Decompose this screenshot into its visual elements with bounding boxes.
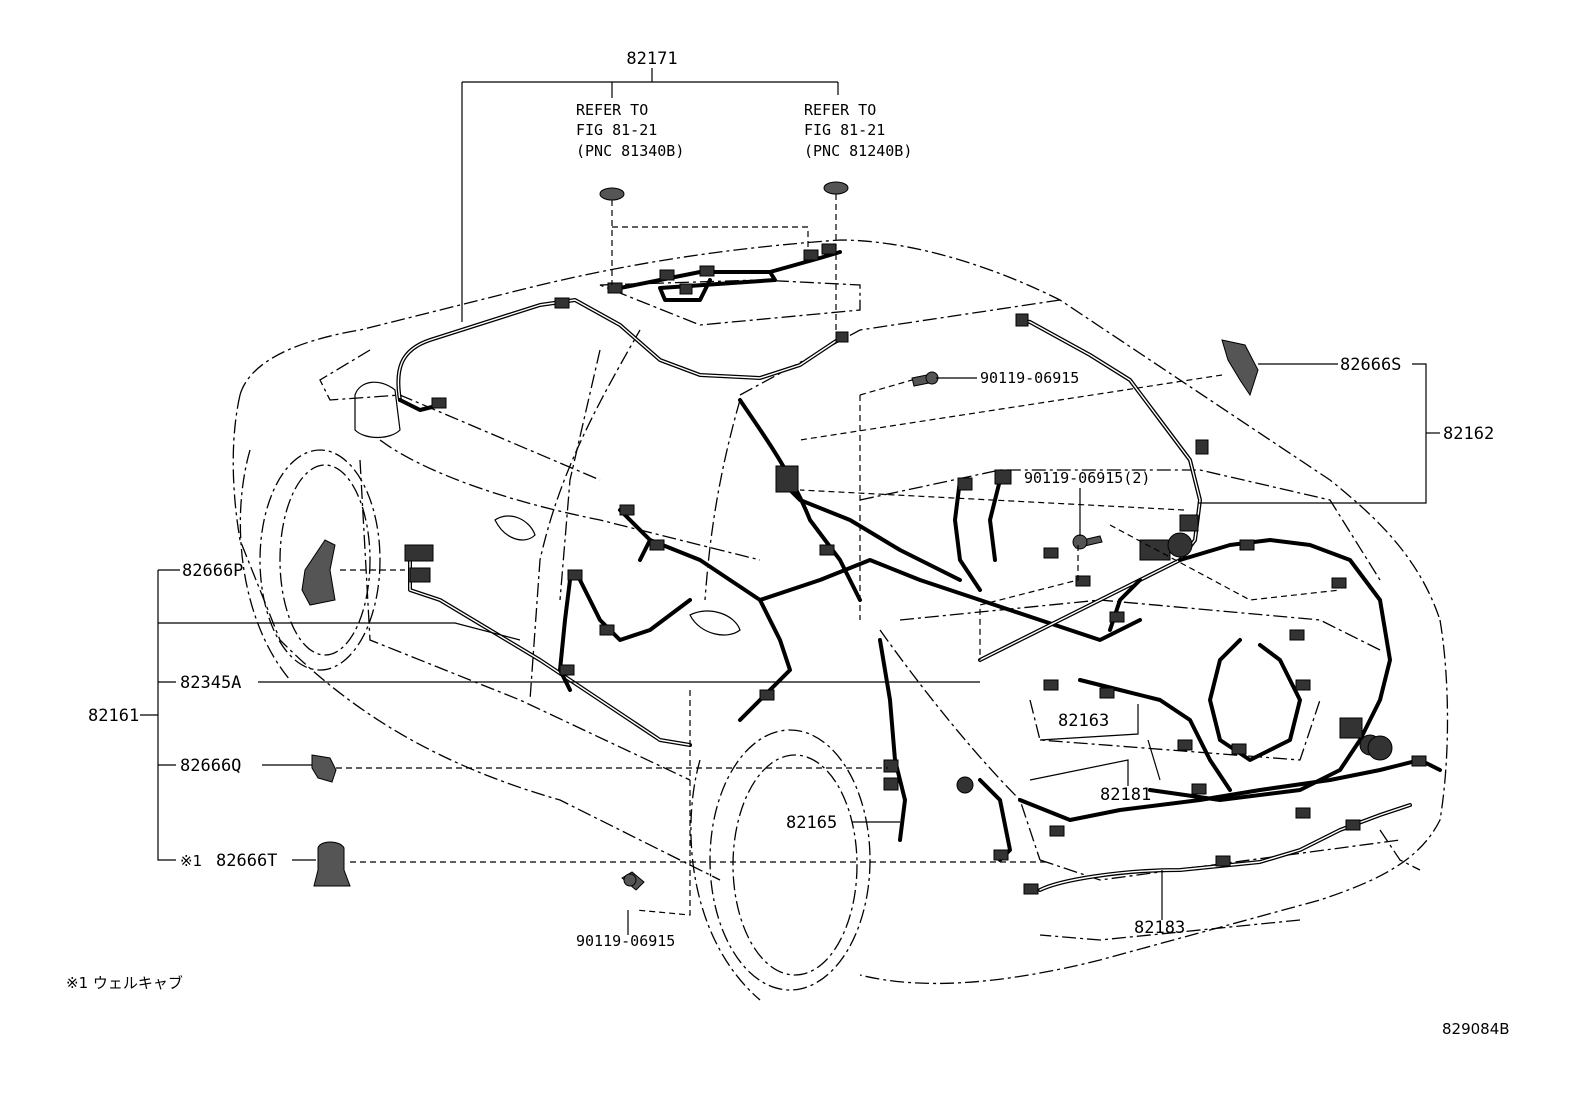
label-82345A: 82345A	[180, 673, 241, 693]
cap-82666T	[313, 841, 351, 887]
label-82181: 82181	[1100, 785, 1151, 805]
label-82666P: 82666P	[182, 561, 243, 581]
front-wheel	[239, 449, 381, 681]
refer-right-note: REFER TO FIG 81-21 (PNC 81240B)	[804, 101, 912, 160]
car-body-outline	[232, 239, 1449, 985]
rear-bumper-harness	[878, 638, 1442, 895]
refer-right-line1: REFER TO	[804, 101, 876, 119]
label-82666Q: 82666Q	[180, 756, 241, 776]
label-82666T: 82666T	[216, 851, 277, 871]
door-handles	[494, 515, 741, 636]
label-90119-top: 90119-06915	[980, 369, 1079, 387]
label-82666S: 82666S	[1340, 355, 1401, 375]
rear-wheel	[690, 729, 871, 1001]
grommet-82666P	[301, 539, 336, 606]
roof-harness	[396, 243, 849, 412]
label-82161: 82161	[88, 706, 139, 726]
floor-harness	[404, 398, 1142, 747]
bolt-90119-top	[911, 371, 939, 387]
welcab-mark: ※1	[180, 852, 202, 870]
refer-right-line2: FIG 81-21	[804, 121, 885, 139]
label-82171: 82171	[626, 49, 677, 69]
figure-code: 829084B	[1442, 1020, 1510, 1038]
leader-lines	[140, 68, 1440, 935]
bolt-90119-bottom	[621, 871, 645, 891]
label-90119-2: 90119-06915(2)	[1024, 469, 1150, 487]
dashed-reference-lines	[336, 194, 1341, 916]
refer-left-line1: REFER TO	[576, 101, 648, 119]
refer-right-line3: (PNC 81240B)	[804, 142, 912, 160]
bolt-90119-2	[1072, 534, 1103, 550]
label-82162: 82162	[1443, 424, 1494, 444]
bracket-82666Q	[311, 754, 337, 783]
label-82163: 82163	[1058, 711, 1109, 731]
footnote: ※1 ウェルキャブ	[66, 974, 183, 992]
dome-light-covers	[599, 181, 849, 201]
clip-82666S	[1221, 339, 1259, 397]
trunk-harness	[953, 313, 1392, 802]
refer-left-line3: (PNC 81340B)	[576, 142, 684, 160]
label-82165: 82165	[786, 813, 837, 833]
refer-left-note: REFER TO FIG 81-21 (PNC 81340B)	[576, 101, 684, 160]
refer-left-line2: FIG 81-21	[576, 121, 657, 139]
label-90119-bottom: 90119-06915	[576, 932, 675, 950]
label-82183: 82183	[1134, 918, 1185, 938]
side-mirror	[354, 381, 401, 439]
